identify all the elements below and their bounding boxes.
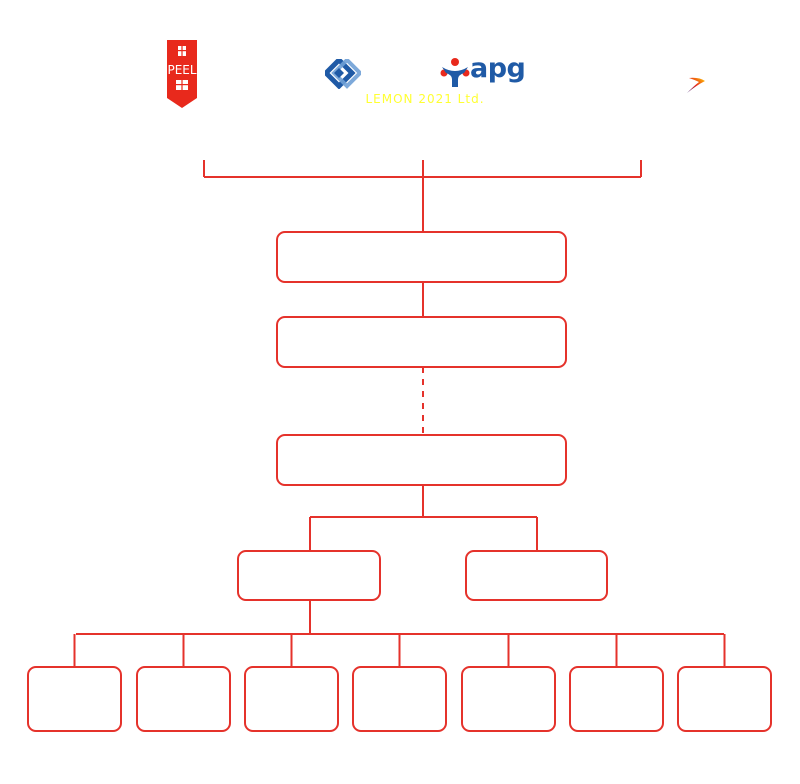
apg-logo-text: apg — [470, 53, 526, 84]
node-level-4-right — [465, 550, 608, 601]
apg-logo: apg — [440, 53, 532, 89]
node-level-1 — [276, 231, 567, 283]
swoosh-logo — [685, 75, 709, 95]
node-level-4-left — [237, 550, 381, 601]
diamond-logo — [322, 56, 363, 90]
company-caption: LEMON 2021 Ltd. — [365, 92, 485, 106]
node-level-3 — [276, 434, 567, 486]
node-level-5-7 — [677, 666, 772, 732]
apg-figure-icon — [440, 58, 470, 87]
peel-logo: PEEL — [167, 40, 197, 108]
node-level-5-4 — [352, 666, 447, 732]
peel-logo-text: PEEL — [167, 63, 196, 77]
node-level-5-3 — [244, 666, 339, 732]
diamond-icon — [322, 56, 356, 90]
swoosh-icon — [687, 77, 705, 93]
peel-shield-icon — [167, 40, 197, 108]
node-level-5-5 — [461, 666, 556, 732]
node-level-5-6 — [569, 666, 664, 732]
node-level-5-2 — [136, 666, 231, 732]
node-level-5-1 — [27, 666, 122, 732]
node-level-2 — [276, 316, 567, 368]
